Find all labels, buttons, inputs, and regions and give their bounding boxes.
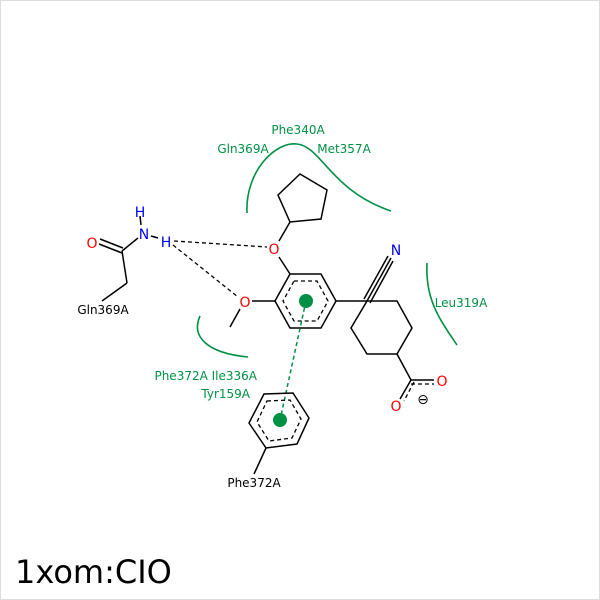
phe-ring: [248, 392, 310, 449]
bond: [98, 243, 123, 254]
bond: [121, 237, 139, 252]
negative-charge: ⊖: [417, 392, 429, 408]
hydrophobic-arc-left: [196, 315, 249, 358]
carboxyl-bond: [399, 379, 412, 400]
carboxyl-bond: [403, 381, 415, 402]
atom-oxygen: O: [268, 242, 279, 258]
nitrile-bond: [369, 260, 394, 304]
bond: [278, 256, 291, 275]
diagram-title: 1xom:CIO: [15, 553, 172, 591]
cyclohexane-ring: [350, 300, 413, 355]
hydrogen-bond: [172, 244, 239, 298]
methyl-bond: [229, 308, 241, 328]
hydrophobic-arc-right: [426, 262, 458, 346]
hydrogen-bond: [173, 240, 268, 248]
nitrile-bond: [366, 257, 392, 302]
atom-nitrogen: N: [139, 227, 149, 243]
bond: [139, 215, 142, 226]
atom-oxygen: O: [239, 295, 250, 311]
bond: [101, 282, 128, 302]
phe-aromatic-dashes: [256, 399, 302, 442]
residue-label-met357: Met357A: [317, 142, 371, 156]
sidechain-label-gln369: Gln369A: [77, 303, 129, 317]
hydrophobic-arc-top: [246, 143, 392, 214]
ring-centroid: [299, 294, 313, 308]
bond: [396, 353, 412, 381]
sidechain-label-phe372: Phe372A: [227, 476, 281, 490]
bond: [99, 238, 124, 249]
residue-label-gln369: Gln369A: [217, 142, 269, 156]
atom-oxygen: O: [390, 399, 401, 415]
residue-label-phe340: Phe340A: [271, 123, 325, 137]
atom-hydrogen: H: [135, 205, 146, 221]
atom-nitrogen: N: [391, 243, 401, 259]
bond: [253, 447, 267, 475]
atom-hydrogen: H: [161, 235, 172, 251]
residue-label-tyr159: Tyr159A: [200, 387, 250, 401]
bond: [121, 250, 128, 284]
nitrile-bond: [363, 255, 389, 300]
phe-ring-centroid: [273, 413, 287, 427]
cyclopentane-ring: [277, 173, 328, 223]
bond: [150, 235, 159, 239]
atom-oxygen: O: [436, 374, 447, 390]
residue-label-phe372-ile336: Phe372A Ile336A: [154, 369, 257, 383]
bond: [278, 221, 291, 242]
aromatic-dashes: [282, 280, 329, 322]
atom-oxygen: O: [86, 236, 97, 252]
residue-label-leu319: Leu319A: [435, 296, 488, 310]
